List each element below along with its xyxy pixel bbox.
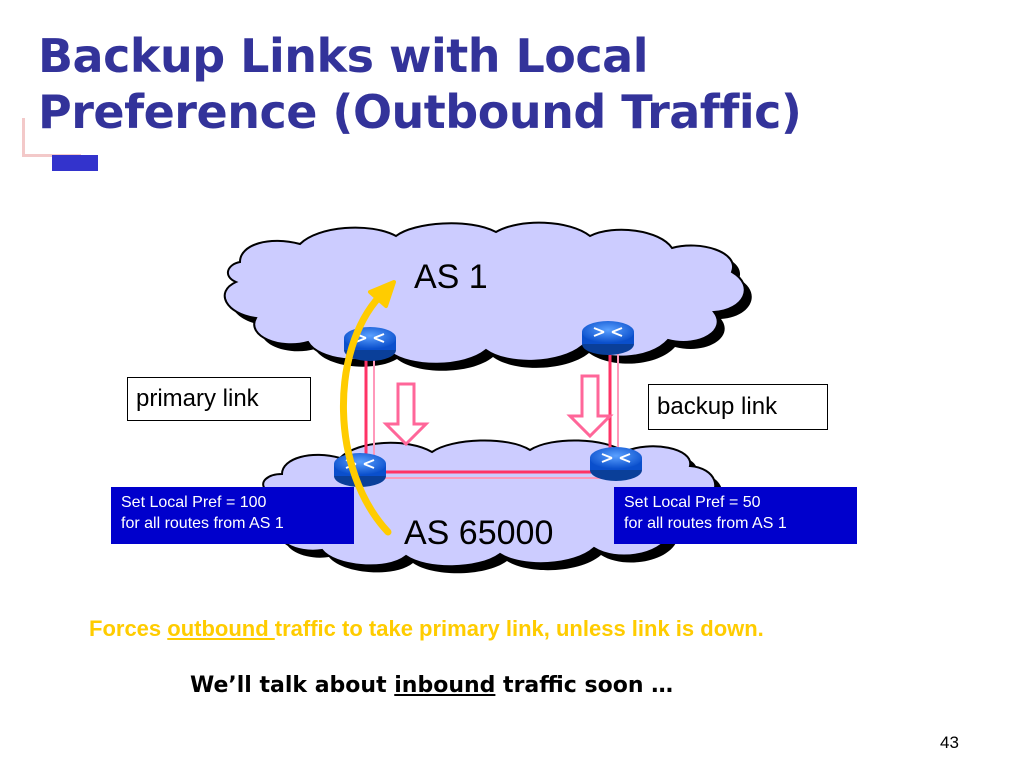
down-arrow-icon-right [566,374,614,439]
outbound-note: Forces outbound traffic to take primary … [89,616,764,642]
inbound-note-prefix: We’ll talk about [190,673,395,698]
as1-label: AS 1 [414,258,488,296]
backup-link-line [608,344,619,462]
primary-link-label: primary link [127,377,311,421]
outbound-note-suffix: traffic to take primary link, unless lin… [274,616,764,641]
title-decoration-outline [22,118,81,157]
backup-link-label: backup link [648,384,828,430]
outbound-note-underlined: outbound [167,616,275,641]
as65000-label: AS 65000 [404,514,554,552]
down-arrow-icon-left [382,382,430,447]
slide-title-line2: Preference (Outbound Traffic) [38,85,802,139]
slide-title: Backup Links with Local Preference (Outb… [38,28,802,140]
local-pref-box-left: Set Local Pref = 100 for all routes from… [111,487,354,544]
slide-title-line1: Backup Links with Local [38,29,648,83]
local-pref-right-line1: Set Local Pref = 50 [624,494,761,511]
local-pref-left-line2: for all routes from AS 1 [121,515,284,532]
internal-link-line [370,470,612,479]
local-pref-left-line1: Set Local Pref = 100 [121,494,267,511]
local-pref-right-line2: for all routes from AS 1 [624,515,787,532]
outbound-note-prefix: Forces [89,616,168,641]
page-number: 43 [940,733,959,752]
network-links [364,344,619,479]
inbound-note-underlined: inbound [394,673,496,698]
traffic-arrow-icon [339,280,396,536]
router-icon-as65000-right [590,447,642,481]
cloud-shape-as1 [223,221,752,371]
local-pref-box-right: Set Local Pref = 50 for all routes from … [614,487,857,544]
primary-link-line [364,350,375,468]
router-icon-as1-right [582,321,634,355]
inbound-note: We’ll talk about inbound traffic soon … [190,673,673,698]
title-decoration-bar [52,155,98,171]
inbound-note-suffix: traffic soon … [495,673,674,698]
